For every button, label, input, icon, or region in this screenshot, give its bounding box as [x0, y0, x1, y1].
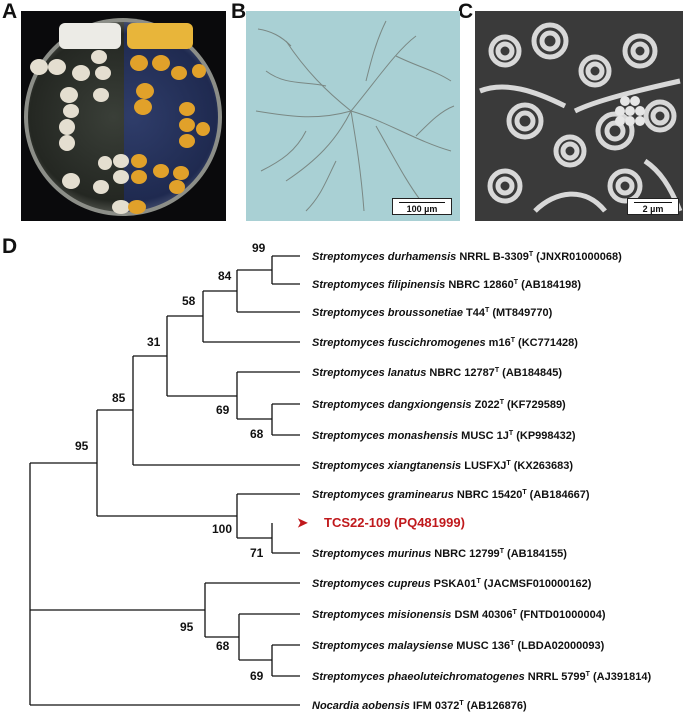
leaf-label: Streptomyces broussonetiae T44T (MT84977…	[312, 307, 553, 319]
scale-bar-c-label: 2 µm	[642, 204, 664, 214]
bootstrap-value: 69	[250, 669, 264, 683]
leaf-label: Streptomyces cupreus PSKA01T (JACMSF0100…	[312, 578, 592, 590]
bootstrap-value: 31	[147, 335, 161, 349]
leaf-label: Streptomyces monashensis MUSC 1JT (KP998…	[312, 430, 576, 442]
scale-bar-b-label: 100 µm	[406, 204, 438, 214]
white-colonies	[30, 23, 130, 214]
scale-bar-c: 2 µm	[627, 198, 679, 215]
bootstrap-value: 69	[216, 403, 230, 417]
leaf-label: Streptomyces murinus NBRC 12799T (AB1841…	[312, 548, 567, 560]
sem-photo: 2 µm	[475, 11, 683, 221]
panel-a-letter: A	[2, 0, 18, 23]
panel-b-letter: B	[231, 0, 247, 23]
bootstrap-value: 95	[75, 439, 89, 453]
leaf-label: Streptomyces filipinensis NBRC 12860T (A…	[312, 279, 581, 291]
leaf-label: Streptomyces misionensis DSM 40306T (FNT…	[312, 609, 606, 621]
leaf-label: Streptomyces lanatus NBRC 12787T (AB1848…	[312, 367, 562, 379]
bootstrap-value: 68	[250, 427, 264, 441]
bootstrap-value: 95	[180, 620, 194, 634]
microscopy-photo: 100 µm	[246, 11, 460, 221]
spore-chains	[479, 22, 683, 213]
scale-bar-b: 100 µm	[392, 198, 452, 215]
bootstrap-value: 100	[212, 522, 232, 536]
bootstrap-value: 84	[218, 269, 232, 283]
panel-c-letter: C	[458, 0, 474, 23]
leaf-label: Streptomyces malaysiense MUSC 136T (LBDA…	[312, 640, 605, 652]
leaf-label: Streptomyces graminearus NBRC 15420T (AB…	[312, 489, 590, 501]
leaf-label: Streptomyces xiangtanensis LUSFXJT (KX26…	[312, 460, 573, 472]
leaf-label: Streptomyces dangxiongensis Z022T (KF729…	[312, 399, 566, 411]
bootstrap-value: 85	[112, 391, 126, 405]
bootstrap-value: 99	[252, 241, 266, 255]
hyphae	[255, 20, 455, 212]
leaf-label: Streptomyces durhamensis NRRL B-3309T (J…	[312, 251, 622, 263]
bootstrap-value: 68	[216, 639, 230, 653]
leaf-label: Nocardia aobensis IFM 0372T (AB126876)	[312, 700, 527, 712]
bootstrap-value: 71	[250, 546, 264, 560]
leaf-label: Streptomyces phaeoluteichromatogenes NRR…	[312, 671, 651, 683]
leaf-label-highlight: TCS22-109 (PQ481999)	[324, 515, 465, 530]
spore-cluster	[615, 96, 645, 126]
leaf-label: Streptomyces fuscichromogenes m16T (KC77…	[312, 337, 578, 349]
panel-d-letter: D	[2, 235, 18, 258]
petri-dish-photo	[21, 11, 226, 221]
bootstrap-value: 58	[182, 294, 196, 308]
highlight-arrow-icon: ➤	[297, 515, 308, 530]
yellow-colonies	[127, 23, 210, 214]
